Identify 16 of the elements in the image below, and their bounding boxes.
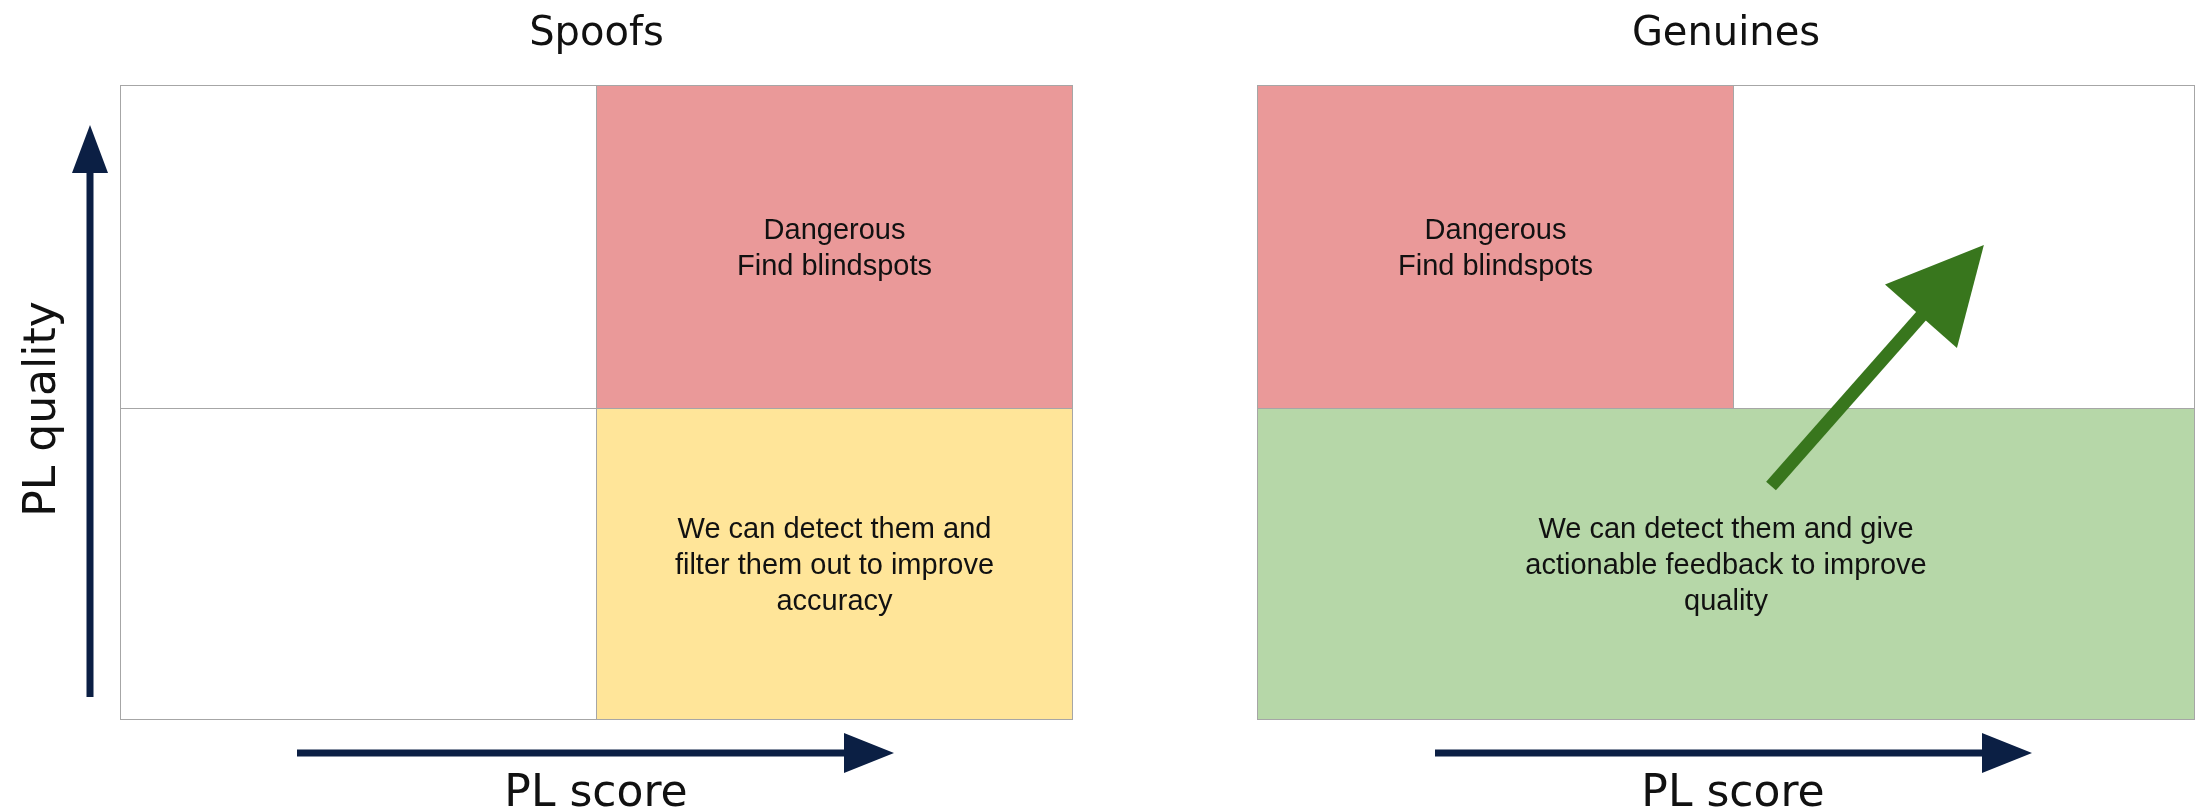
panel-title: Spoofs (529, 8, 664, 54)
quadrant-box (596, 408, 1073, 720)
quadrant-text: We can detect them and give actionable feedback to improve quality (1524, 511, 1928, 618)
quadrant-text: Dangerous (763, 212, 906, 247)
axis-label: PL score (504, 764, 688, 809)
quadrant-box (1257, 85, 1734, 409)
quadrant-text: Dangerous (1424, 212, 1567, 247)
quadrant-text: Find blindspots (1397, 248, 1594, 283)
arrow (1766, 245, 1984, 491)
panel-title: Genuines (1631, 8, 1821, 54)
axis-label: PL quality (13, 301, 65, 517)
quadrant-box (596, 85, 1073, 409)
quadrant-text: We can detect them and filter them out to improve accuracy (673, 511, 996, 618)
axis-label: PL score (1641, 764, 1825, 809)
quadrant-text: Find blindspots (736, 248, 933, 283)
quadrant-box (1257, 408, 2195, 720)
